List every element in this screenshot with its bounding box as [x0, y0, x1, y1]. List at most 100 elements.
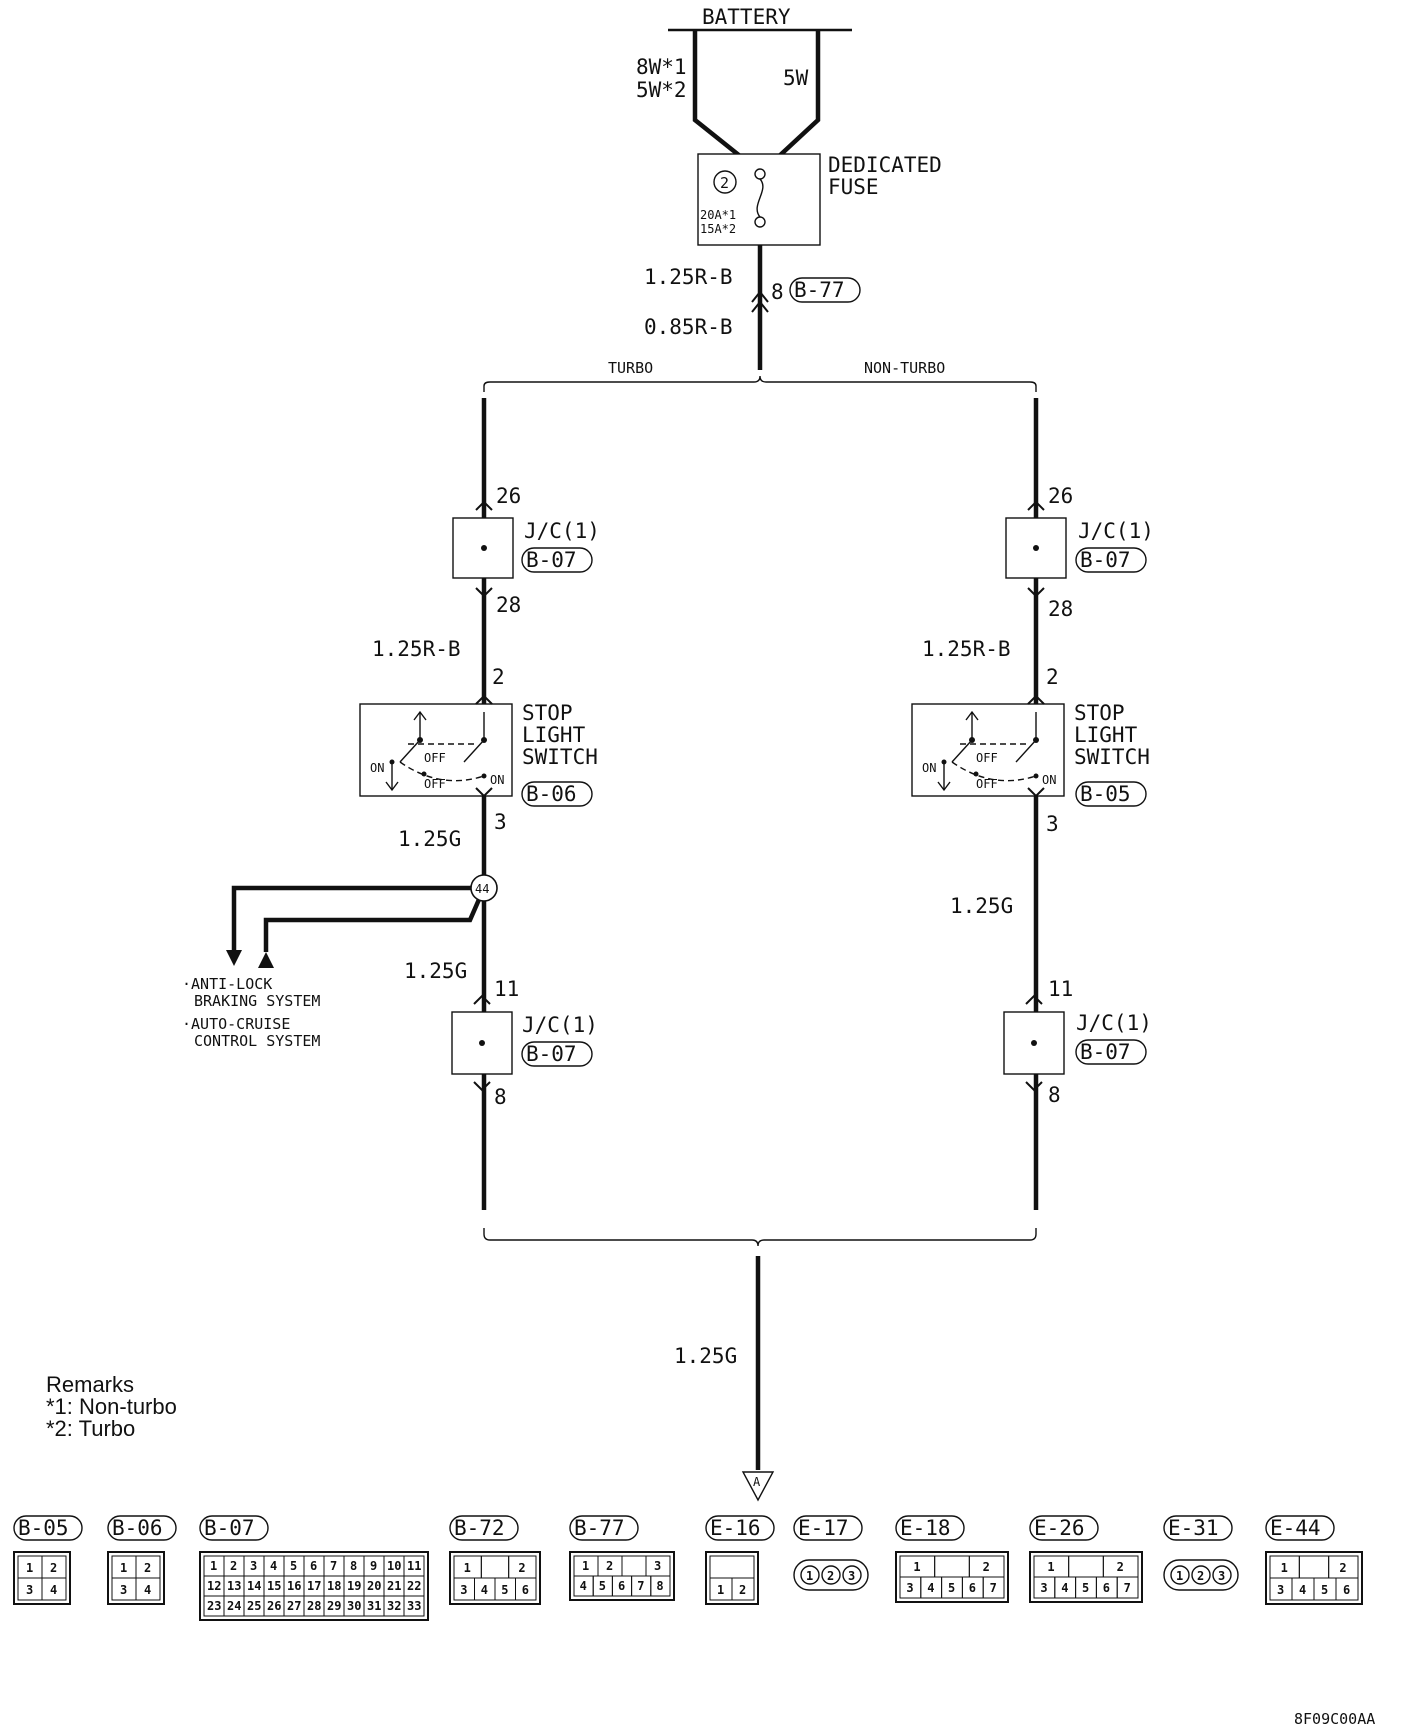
- connector-pin: 19: [347, 1579, 361, 1593]
- connector-tag-b77: B-77: [794, 278, 845, 302]
- connector-pin: 10: [387, 1559, 401, 1573]
- nonturbo-wire-2: 1.25G: [950, 894, 1013, 918]
- connector-id: B-77: [574, 1516, 625, 1540]
- connector-pin: 4: [1061, 1581, 1068, 1595]
- connector-pin: 8: [350, 1559, 357, 1573]
- connector-pin: 1: [26, 1561, 33, 1575]
- turbo-jc1-pin-in: 26: [496, 484, 521, 508]
- turbo-circuit: 26 28 J/C(1) B-07 1.25R-B 2 ON OFF OFF O…: [182, 398, 600, 1210]
- nonturbo-jc1-label: J/C(1): [1078, 519, 1154, 543]
- connector-pin: 15: [267, 1579, 281, 1593]
- connector-id: E-16: [710, 1516, 761, 1540]
- remarks: Remarks *1: Non-turbo *2: Turbo: [46, 1372, 177, 1441]
- connector-pin: 1: [582, 1559, 589, 1573]
- nonturbo-switch-title-2: LIGHT: [1074, 723, 1138, 747]
- battery-wire-size-2: 5W*2: [636, 78, 687, 102]
- connector-pin: 3: [26, 1583, 33, 1597]
- turbo-jc2-pin-out: 8: [494, 1085, 507, 1109]
- connector-pin: 1: [717, 1583, 724, 1597]
- battery-block: BATTERY 8W*1 5W*2 5W: [636, 5, 852, 174]
- connector-pin: 5: [290, 1559, 297, 1573]
- connector-pin: 3: [848, 1569, 855, 1583]
- connector-pin: 1: [1281, 1561, 1288, 1575]
- connector-pin: 31: [367, 1599, 381, 1613]
- fuse-rating-2: 15A*2: [700, 222, 736, 236]
- connector-pin: 4: [927, 1581, 934, 1595]
- connector-pin: 13: [227, 1579, 241, 1593]
- connector-pin: 5: [599, 1579, 606, 1593]
- connector-pin: 2: [739, 1583, 746, 1597]
- nonturbo-circuit: 26 28 J/C(1) B-07 1.25R-B 2 ON OFF OFF O…: [911, 398, 1154, 1210]
- connector-pin: 2: [518, 1561, 525, 1575]
- turbo-switch-state-on-1: ON: [370, 761, 384, 775]
- ext-system-1: ·ANTI-LOCK: [182, 975, 272, 993]
- nonturbo-jc2-pin-in: 11: [1048, 977, 1073, 1001]
- fuse-title-1: DEDICATED: [828, 153, 942, 177]
- connector-pin: 7: [1124, 1581, 1131, 1595]
- connector-pin: 21: [387, 1579, 401, 1593]
- turbo-switch-state-off-2: OFF: [424, 777, 446, 791]
- turbo-switch-pin-out: 3: [494, 810, 507, 834]
- connector-pin: 3: [654, 1559, 661, 1573]
- connector-pin: 2: [230, 1559, 237, 1573]
- turbo-wire-2: 1.25G: [398, 827, 461, 851]
- connector-pin: 27: [287, 1599, 301, 1613]
- connector-pin: 1: [1047, 1560, 1054, 1574]
- turbo-switch-state-off-1: OFF: [424, 751, 446, 765]
- connector-pin: 23: [207, 1599, 221, 1613]
- connector-pin: 1: [1176, 1569, 1183, 1583]
- connector-pin: 9: [370, 1559, 377, 1573]
- connector-pin: 2: [1339, 1561, 1346, 1575]
- nonturbo-jc1-pin-out: 28: [1048, 597, 1073, 621]
- connector-pin: 5: [948, 1581, 955, 1595]
- battery-label: BATTERY: [702, 5, 791, 29]
- connector-pin: 5: [1082, 1581, 1089, 1595]
- connector-pin: 5: [1321, 1583, 1328, 1597]
- connector-pin: 1: [210, 1559, 217, 1573]
- nonturbo-switch-state-on-2: ON: [1042, 773, 1056, 787]
- connector-pin: 2: [983, 1560, 990, 1574]
- turbo-wire-1: 1.25R-B: [372, 637, 461, 661]
- connector-id: B-07: [204, 1516, 255, 1540]
- connector-pin: 6: [522, 1583, 529, 1597]
- connector-id: E-17: [798, 1516, 849, 1540]
- merge-brace: [483, 1228, 1037, 1247]
- diagram-code: 8F09C00AA: [1294, 1710, 1375, 1728]
- connector-pin: 32: [387, 1599, 401, 1613]
- connector-pin: 29: [327, 1599, 341, 1613]
- remarks-item-1: *1: Non-turbo: [46, 1394, 177, 1419]
- output-terminal-label: A: [753, 1475, 761, 1489]
- turbo-jc1-pin-out: 28: [496, 593, 521, 617]
- branch-brace: [483, 375, 1037, 392]
- nonturbo-switch-pin-in: 2: [1046, 665, 1059, 689]
- connector-id: B-06: [112, 1516, 163, 1540]
- connector-tag-b06: B-06: [526, 782, 577, 806]
- connector-pin: 12: [207, 1579, 221, 1593]
- fuse-title-2: FUSE: [828, 175, 879, 199]
- nonturbo-jc1-connector: B-07: [1080, 548, 1131, 572]
- output-wire: 1.25G: [674, 1344, 737, 1368]
- turbo-switch-title-1: STOP: [522, 701, 573, 725]
- dedicated-fuse: 2 20A*1 15A*2 DEDICATED FUSE: [697, 153, 942, 246]
- turbo-jc2-label: J/C(1): [522, 1013, 598, 1037]
- connector-pin: 4: [481, 1583, 488, 1597]
- connector-pin: 6: [969, 1581, 976, 1595]
- turbo-switch-title-2: LIGHT: [522, 723, 586, 747]
- remarks-title: Remarks: [46, 1372, 134, 1397]
- connector-pin: 4: [1299, 1583, 1306, 1597]
- turbo-jc2-pin-in: 11: [494, 977, 519, 1001]
- ext-system-4: CONTROL SYSTEM: [194, 1032, 320, 1050]
- connector-pin: 5: [501, 1583, 508, 1597]
- nonturbo-switch-state-off-1: OFF: [976, 751, 998, 765]
- battery-wire-size-right: 5W: [783, 66, 809, 90]
- connector-id: B-72: [454, 1516, 505, 1540]
